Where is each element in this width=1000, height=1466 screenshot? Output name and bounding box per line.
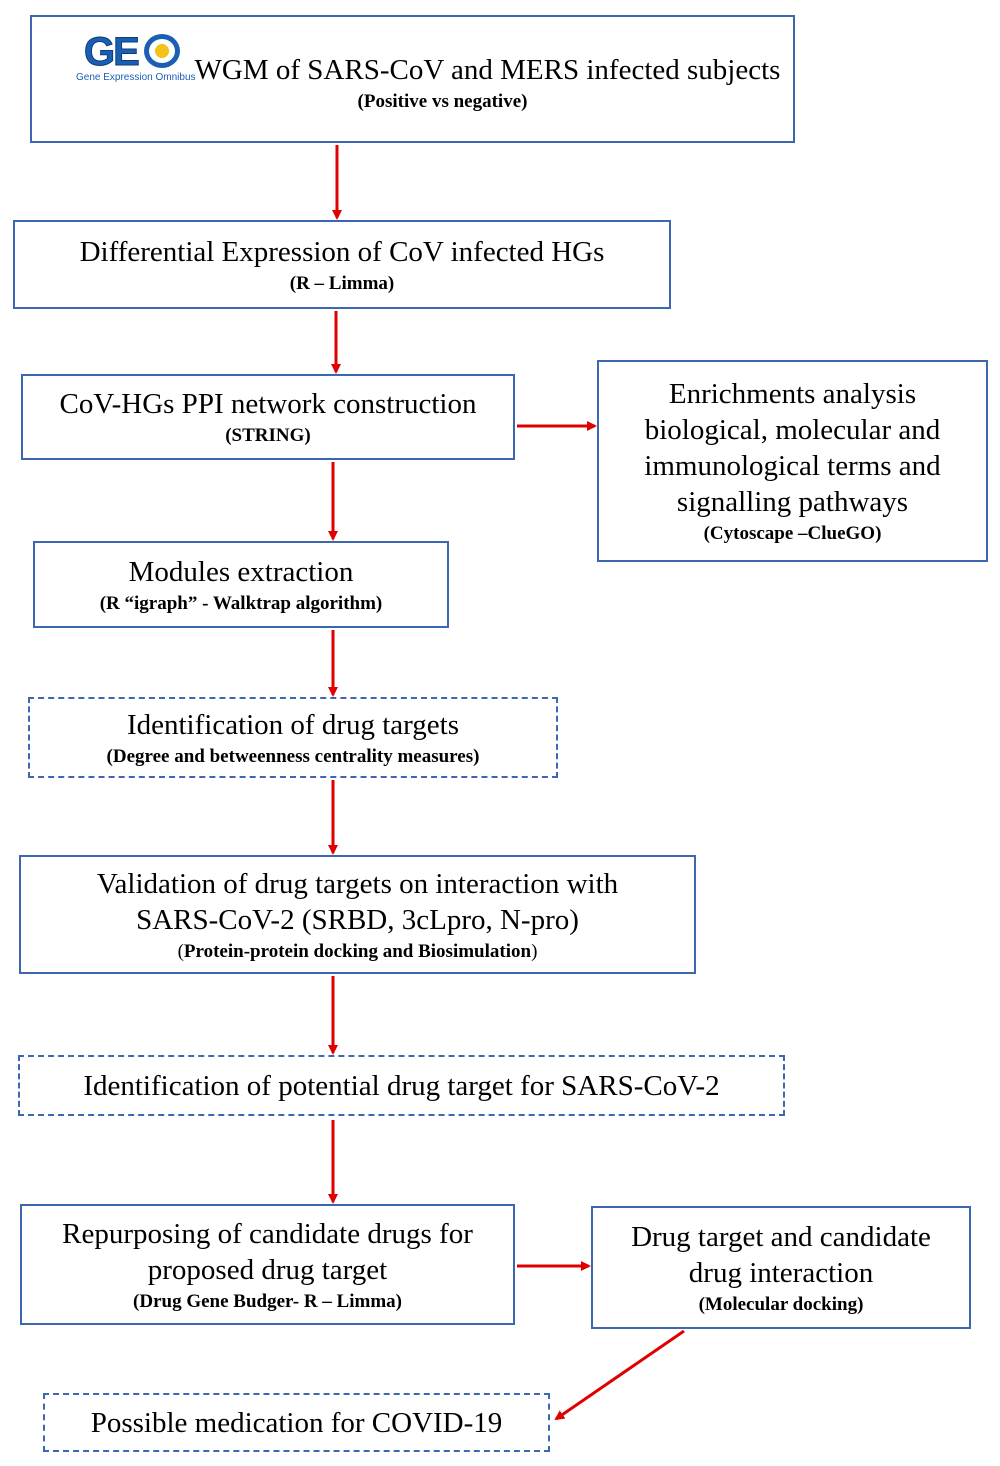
box-interaction-line2: drug interaction bbox=[688, 1256, 874, 1289]
box-repurposing: Repurposing of candidate drugs for propo… bbox=[20, 1204, 515, 1325]
box-modules-subtitle: (R “igraph” - Walktrap algorithm) bbox=[99, 592, 383, 614]
geo-logo-tagline: Gene Expression Omnibus bbox=[76, 72, 196, 83]
box-repurposing-line2: proposed drug target bbox=[147, 1253, 388, 1286]
box-interaction-subtitle: (Molecular docking) bbox=[698, 1293, 864, 1315]
geo-logo-word: GE bbox=[84, 30, 141, 75]
box-potential-title: Identification of potential drug target … bbox=[83, 1069, 720, 1102]
box-interaction-line1: Drug target and candidate bbox=[631, 1220, 931, 1253]
box-ppi-title: CoV-HGs PPI network construction bbox=[59, 388, 477, 420]
box-validation-subtitle-text: Protein-protein docking and Biosimulatio… bbox=[183, 940, 532, 962]
box-wgm-title: WGM of SARS-CoV and MERS infected subjec… bbox=[194, 54, 781, 86]
box-differential-title: Differential Expression of CoV infected … bbox=[79, 235, 605, 268]
geo-logo-o-shape bbox=[144, 34, 180, 68]
box-ppi-network: CoV-HGs PPI network construction (STRING… bbox=[21, 374, 515, 460]
box-validation-subtitle: (Protein-protein docking and Biosimulati… bbox=[178, 940, 538, 964]
box-enrichment-line1: Enrichments analysis bbox=[668, 378, 917, 410]
box-possible-medication: Possible medication for COVID-19 bbox=[43, 1393, 550, 1452]
box-potential-drug-target: Identification of potential drug target … bbox=[18, 1055, 785, 1116]
box-validation-line2: SARS-CoV-2 (SRBD, 3cLpro, N-pro) bbox=[136, 903, 579, 936]
box-differential-expression: Differential Expression of CoV infected … bbox=[13, 220, 671, 309]
paren-open: ( bbox=[177, 940, 184, 962]
box-identification-subtitle: (Degree and betweenness centrality measu… bbox=[106, 745, 480, 767]
box-repurposing-subtitle: (Drug Gene Budger- R – Limma) bbox=[133, 1290, 402, 1312]
box-identification-drug-targets: Identification of drug targets (Degree a… bbox=[28, 697, 558, 778]
box-repurposing-line1: Repurposing of candidate drugs for bbox=[62, 1217, 473, 1250]
box-validation-line1: Validation of drug targets on interactio… bbox=[96, 867, 619, 900]
box-enrichment-line3: immunological terms and bbox=[644, 450, 941, 482]
geo-logo-icon: GE Gene Expression Omnibus bbox=[76, 30, 196, 88]
box-enrichment-line2: biological, molecular and bbox=[644, 414, 941, 446]
box-enrichment-analysis: Enrichments analysis biological, molecul… bbox=[597, 360, 988, 562]
box-modules-title: Modules extraction bbox=[128, 555, 354, 588]
box-modules-extraction: Modules extraction (R “igraph” - Walktra… bbox=[33, 541, 449, 628]
paren-close: ) bbox=[531, 940, 538, 962]
box-wgm-subtitle: (Positive vs negative) bbox=[357, 91, 528, 112]
box-wgm: WGM of SARS-CoV and MERS infected subjec… bbox=[30, 15, 795, 143]
box-identification-title: Identification of drug targets bbox=[126, 708, 460, 741]
box-enrichment-line4: signalling pathways bbox=[676, 486, 909, 518]
box-medication-title: Possible medication for COVID-19 bbox=[90, 1406, 503, 1439]
arrow-interaction-to-medication bbox=[554, 1329, 685, 1421]
box-enrichment-subtitle: (Cytoscape –ClueGO) bbox=[703, 523, 882, 544]
box-validation: Validation of drug targets on interactio… bbox=[19, 855, 696, 974]
box-drug-interaction: Drug target and candidate drug interacti… bbox=[591, 1206, 971, 1329]
box-differential-subtitle: (R – Limma) bbox=[289, 272, 395, 294]
box-ppi-subtitle: (STRING) bbox=[225, 425, 311, 446]
